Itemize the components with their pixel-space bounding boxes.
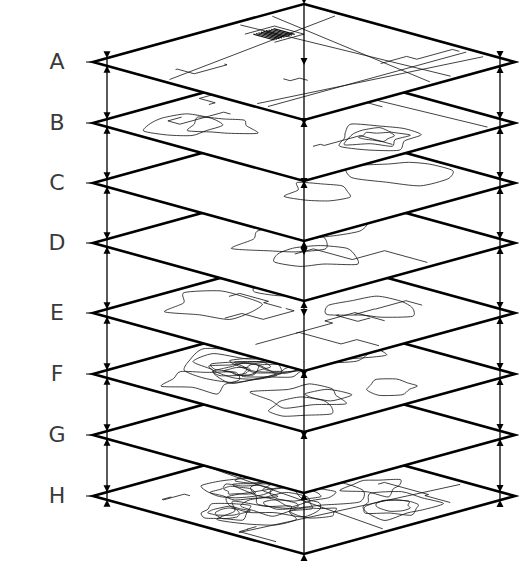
- label-leaders: [86, 62, 91, 496]
- layer-letter: H: [49, 485, 66, 507]
- layer-letter: A: [49, 51, 64, 73]
- layer-letter: C: [49, 172, 64, 194]
- registration-lines: [104, 0, 504, 561]
- layer-letter: F: [51, 363, 64, 385]
- layer-letter: D: [49, 232, 66, 254]
- layer-letter: B: [49, 112, 64, 134]
- layer-letter: G: [48, 424, 65, 446]
- layer-letter: E: [50, 302, 64, 324]
